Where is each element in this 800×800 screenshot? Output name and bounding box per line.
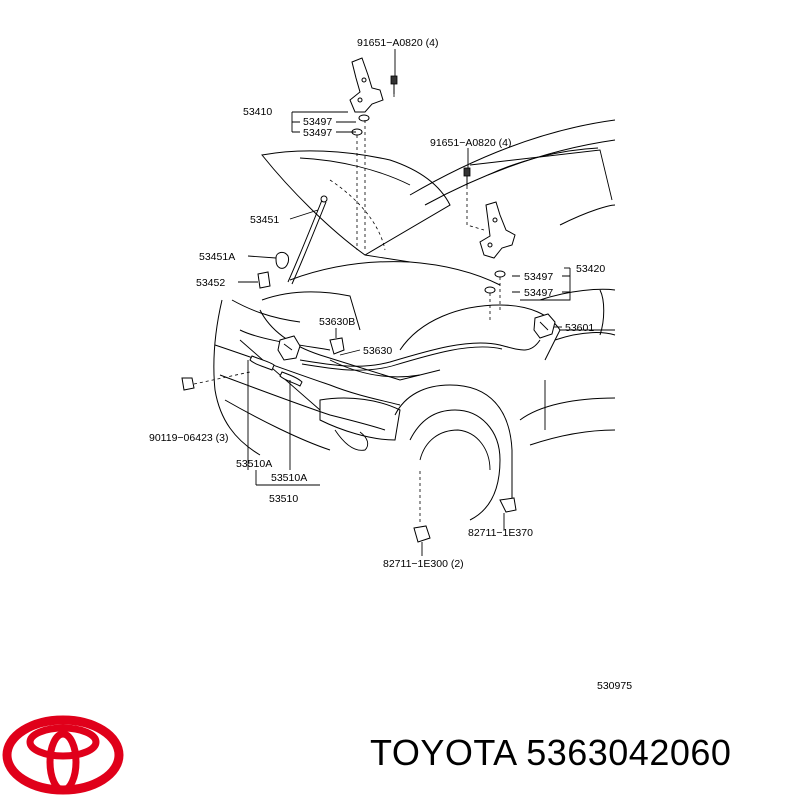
label-53510A-a: 53510A — [236, 458, 272, 470]
label-53601: 53601 — [565, 322, 594, 334]
label-53451: 53451 — [250, 214, 279, 226]
hood-hinge-left — [349, 57, 398, 113]
toyota-logo — [2, 715, 124, 795]
label-53497-a: 53497 — [303, 116, 332, 128]
mount-lines — [356, 94, 501, 320]
label-91651-mid: 91651−A0820 (4) — [430, 137, 511, 149]
label-53630: 53630 — [363, 345, 392, 357]
hood-lock — [249, 335, 345, 387]
label-90119: 90119−06423 (3) — [149, 432, 229, 444]
label-53510: 53510 — [269, 493, 298, 505]
hinge-washers — [351, 114, 506, 294]
label-82711-1e370: 82711−1E370 — [468, 527, 533, 539]
label-53497-d: 53497 — [524, 287, 553, 299]
label-53420: 53420 — [576, 263, 605, 275]
leader-lines — [238, 49, 571, 556]
clips — [181, 371, 517, 543]
diagram-reference-code: 530975 — [597, 680, 632, 692]
label-53497-b: 53497 — [303, 127, 332, 139]
label-53452: 53452 — [196, 277, 225, 289]
hood-support-rod — [257, 195, 328, 289]
hood-hinge-right — [463, 167, 516, 259]
label-53497-c: 53497 — [524, 271, 553, 283]
label-91651-top: 91651−A0820 (4) — [357, 37, 438, 49]
brand-caption: TOYOTA 5363042060 — [370, 732, 732, 773]
label-53510A-b: 53510A — [271, 472, 307, 484]
label-82711-1e300: 82711−1E300 (2) — [383, 558, 464, 570]
label-53451A: 53451A — [199, 251, 235, 263]
car-body-outline — [213, 119, 616, 521]
label-53410: 53410 — [243, 106, 272, 118]
label-53630B: 53630B — [319, 316, 355, 328]
release-lever — [533, 313, 556, 339]
